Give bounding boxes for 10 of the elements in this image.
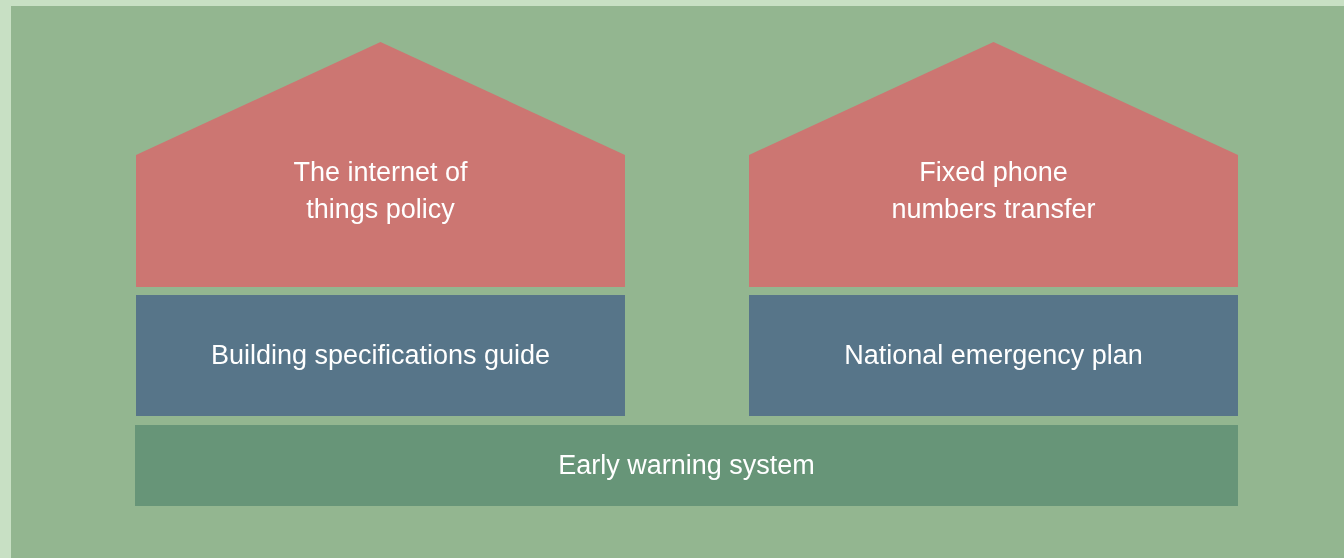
box-label: Early warning system [558,449,815,483]
house-shape [136,42,625,287]
shape-label: Fixed phone numbers transfer [890,156,1097,226]
layer-box [749,295,1238,416]
base-band [135,425,1238,506]
house-shape [749,42,1238,287]
box-label: Building specifications guide [210,339,551,373]
layer-box [136,295,625,416]
box-label: National emergency plan [844,339,1143,373]
shape-label: The internet of things policy [292,156,469,226]
